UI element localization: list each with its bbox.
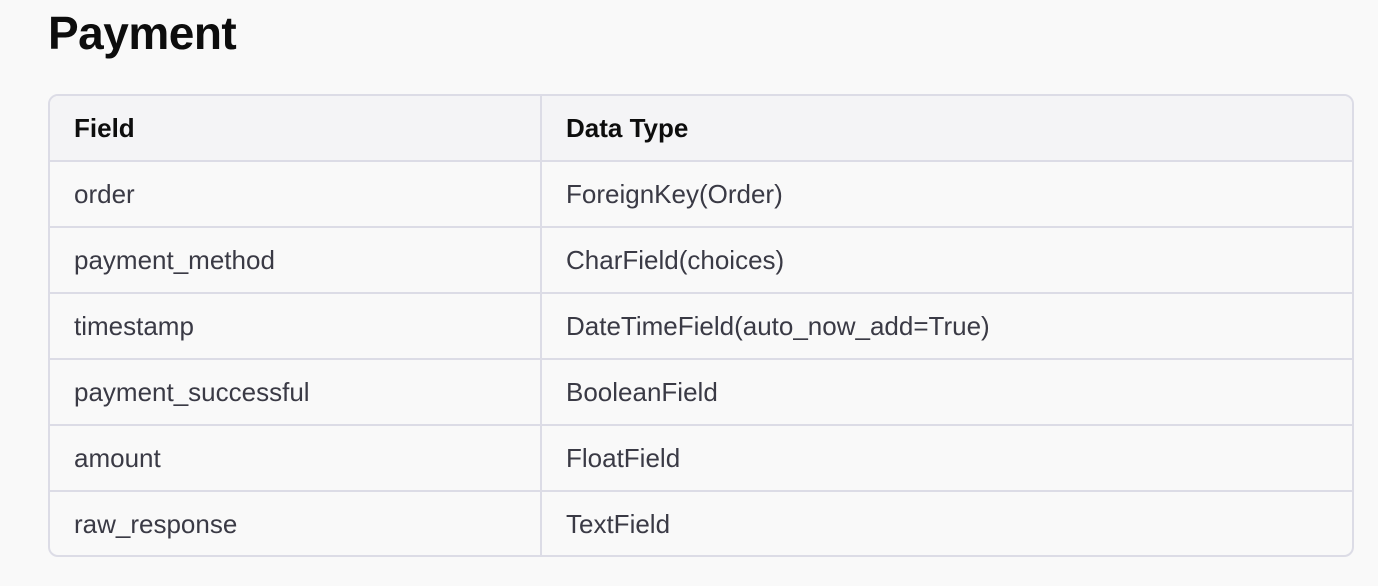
- page-title: Payment: [48, 7, 237, 59]
- data-type-cell: FloatField: [541, 425, 1352, 492]
- column-header-field: Field: [50, 96, 542, 162]
- payment-fields-table: Field Data Type order ForeignKey(Order) …: [48, 94, 1354, 557]
- table-row: raw_response TextField: [50, 491, 1352, 555]
- table-header-row: Field Data Type: [50, 96, 1352, 162]
- table-row: timestamp DateTimeField(auto_now_add=Tru…: [50, 293, 1352, 360]
- table-row: payment_method CharField(choices): [50, 227, 1352, 294]
- field-name-cell: amount: [50, 425, 542, 492]
- field-name-cell: timestamp: [50, 293, 542, 360]
- field-name-cell: payment_successful: [50, 359, 542, 426]
- table-row: order ForeignKey(Order): [50, 161, 1352, 228]
- table-row: amount FloatField: [50, 425, 1352, 492]
- field-name-cell: raw_response: [50, 491, 542, 555]
- field-name-cell: payment_method: [50, 227, 542, 294]
- data-type-cell: DateTimeField(auto_now_add=True): [541, 293, 1352, 360]
- data-type-cell: ForeignKey(Order): [541, 161, 1352, 228]
- field-name-cell: order: [50, 161, 542, 228]
- table-row: payment_successful BooleanField: [50, 359, 1352, 426]
- data-type-cell: CharField(choices): [541, 227, 1352, 294]
- fields-table: Field Data Type order ForeignKey(Order) …: [50, 96, 1352, 555]
- data-type-cell: BooleanField: [541, 359, 1352, 426]
- data-type-cell: TextField: [566, 509, 671, 539]
- column-header-data-type: Data Type: [541, 96, 1352, 162]
